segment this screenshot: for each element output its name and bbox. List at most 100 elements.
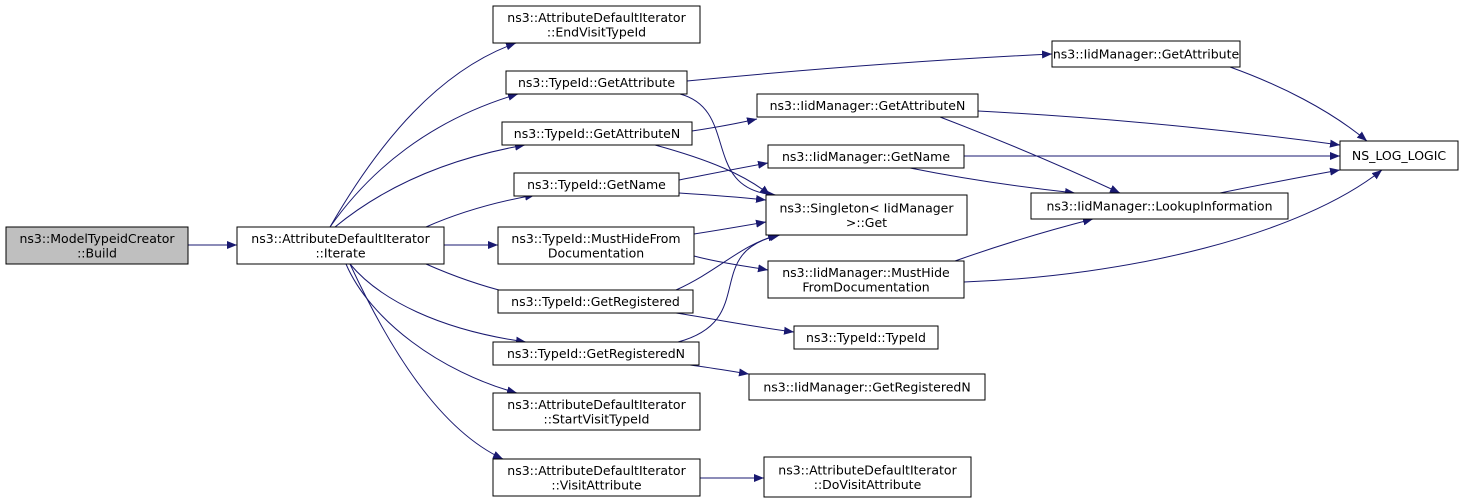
node-box bbox=[236, 226, 445, 265]
node-getreg[interactable]: ns3::TypeId::GetRegistered bbox=[497, 289, 694, 314]
node-getregn[interactable]: ns3::TypeId::GetRegisteredN bbox=[492, 341, 700, 366]
edge-iterate-to-visitattr bbox=[349, 263, 504, 460]
node-label: ns3::AttributeDefaultIterator bbox=[251, 231, 430, 246]
edge-musthide-to-iid_musthide bbox=[693, 255, 769, 273]
node-getattr[interactable]: ns3::TypeId::GetAttribute bbox=[505, 70, 688, 95]
edge-getname-to-singleton bbox=[678, 192, 767, 203]
node-build[interactable]: ns3::ModelTypeidCreator::Build bbox=[5, 226, 189, 265]
node-box bbox=[756, 93, 979, 118]
edge-arrow bbox=[678, 192, 767, 203]
edge-arrow bbox=[977, 110, 1341, 148]
node-dovisit[interactable]: ns3::AttributeDefaultIterator::DoVisitAt… bbox=[763, 456, 972, 498]
edge-getattr-to-iid_getattr bbox=[686, 50, 1053, 82]
node-iid_getattrn[interactable]: ns3::IidManager::GetAttributeN bbox=[756, 93, 979, 118]
node-label: ::EndVisitTypeId bbox=[547, 24, 646, 39]
edge-iterate-to-getname bbox=[425, 192, 536, 228]
edge-arrow bbox=[349, 263, 504, 460]
node-iid_musthide[interactable]: ns3::IidManager::MustHideFromDocumentati… bbox=[767, 260, 965, 299]
node-label: ns3::AttributeDefaultIterator bbox=[778, 462, 957, 477]
edge-arrow bbox=[329, 93, 519, 228]
node-label: Documentation bbox=[548, 245, 644, 260]
edge-getname-to-iid_getname bbox=[678, 160, 769, 181]
node-nslog[interactable]: NS_LOG_LOGIC bbox=[1339, 140, 1459, 171]
node-label: ns3::AttributeDefaultIterator bbox=[507, 463, 686, 478]
edge-getattrn-to-singleton bbox=[654, 144, 771, 196]
edge-getattrn-to-iid_getattrn bbox=[691, 117, 758, 132]
node-box bbox=[765, 194, 968, 236]
edge-arrow bbox=[954, 217, 1094, 262]
edge-arrow bbox=[689, 364, 750, 377]
edge-arrow bbox=[349, 263, 527, 345]
edge-arrow bbox=[1219, 167, 1341, 194]
edge-arrow bbox=[345, 263, 518, 395]
edge-lookup-to-nslog bbox=[1219, 167, 1341, 194]
node-label: ns3::AttributeDefaultIterator bbox=[507, 10, 686, 25]
node-layer: ns3::ModelTypeidCreator::Buildns3::Attri… bbox=[5, 5, 1459, 498]
node-iid_getname[interactable]: ns3::IidManager::GetName bbox=[767, 144, 965, 169]
node-box bbox=[513, 172, 680, 197]
edge-arrow bbox=[677, 233, 781, 343]
node-endvisit[interactable]: ns3::AttributeDefaultIterator::EndVisitT… bbox=[492, 5, 701, 44]
node-box bbox=[492, 341, 700, 366]
node-box bbox=[505, 70, 688, 95]
node-label: ::Build bbox=[77, 245, 117, 260]
node-box bbox=[497, 226, 695, 265]
node-box bbox=[492, 392, 701, 431]
node-label: ns3::IidManager::MustHide bbox=[782, 265, 950, 280]
node-getattrn[interactable]: ns3::TypeId::GetAttributeN bbox=[501, 121, 693, 146]
edge-iid_getattrn-to-lookup bbox=[939, 116, 1121, 194]
node-box bbox=[5, 226, 189, 265]
edge-getregn-to-iid_getregn bbox=[689, 364, 750, 377]
edge-arrow bbox=[654, 144, 771, 196]
node-box bbox=[497, 289, 694, 314]
node-box bbox=[763, 456, 972, 498]
node-box bbox=[793, 325, 939, 350]
edge-arrow bbox=[963, 169, 1383, 283]
node-label: ns3::IidManager::GetAttribute bbox=[1053, 47, 1240, 62]
node-label: ns3::IidManager::GetAttributeN bbox=[770, 98, 966, 113]
node-label: ns3::TypeId::GetRegistered bbox=[511, 294, 680, 309]
edge-arrow bbox=[693, 219, 767, 235]
node-iid_getattr[interactable]: ns3::IidManager::GetAttribute bbox=[1051, 40, 1241, 68]
node-label: NS_LOG_LOGIC bbox=[1352, 148, 1447, 163]
edge-arrow bbox=[691, 117, 758, 132]
node-box bbox=[767, 260, 965, 299]
node-box bbox=[501, 121, 693, 146]
node-typeid_ctor[interactable]: ns3::TypeId::TypeId bbox=[793, 325, 939, 350]
node-box bbox=[1030, 192, 1289, 220]
edge-iterate-to-getattr bbox=[329, 93, 519, 228]
node-box bbox=[492, 5, 701, 44]
edge-arrow bbox=[1229, 66, 1368, 142]
node-label: ns3::TypeId::GetRegisteredN bbox=[507, 346, 685, 361]
node-lookup[interactable]: ns3::IidManager::LookupInformation bbox=[1030, 192, 1289, 220]
node-box bbox=[1051, 40, 1241, 68]
edge-arrow bbox=[425, 192, 536, 228]
node-box bbox=[748, 373, 986, 401]
edge-iterate-to-endvisit bbox=[329, 42, 517, 228]
node-getname[interactable]: ns3::TypeId::GetName bbox=[513, 172, 680, 197]
edge-iid_musthide-to-nslog bbox=[963, 169, 1383, 283]
node-label: ns3::TypeId::MustHideFrom bbox=[511, 231, 680, 246]
node-label: FromDocumentation bbox=[802, 279, 929, 294]
edge-iid_musthide-to-lookup bbox=[954, 217, 1094, 262]
edge-arrow bbox=[329, 42, 517, 228]
node-iterate[interactable]: ns3::AttributeDefaultIterator::Iterate bbox=[236, 226, 445, 265]
node-singleton[interactable]: ns3::Singleton< IidManager>::Get bbox=[765, 194, 968, 236]
edge-arrow bbox=[678, 160, 769, 181]
edge-arrow bbox=[334, 142, 526, 228]
node-label: ns3::TypeId::TypeId bbox=[806, 330, 926, 345]
node-label: ::Iterate bbox=[315, 245, 365, 260]
edge-arrow bbox=[693, 255, 769, 273]
node-label: ::VisitAttribute bbox=[551, 477, 642, 492]
node-label: ns3::TypeId::GetAttributeN bbox=[514, 126, 680, 141]
node-startvisit[interactable]: ns3::AttributeDefaultIterator::StartVisi… bbox=[492, 392, 701, 431]
edge-iid_getname-to-lookup bbox=[909, 167, 1076, 196]
edge-arrow bbox=[686, 50, 1053, 82]
node-box bbox=[1339, 140, 1459, 171]
node-label: ns3::Singleton< IidManager bbox=[779, 200, 954, 215]
node-iid_getregn[interactable]: ns3::IidManager::GetRegisteredN bbox=[748, 373, 986, 401]
edge-arrow bbox=[909, 167, 1076, 196]
node-visitattr[interactable]: ns3::AttributeDefaultIterator::VisitAttr… bbox=[492, 458, 701, 497]
